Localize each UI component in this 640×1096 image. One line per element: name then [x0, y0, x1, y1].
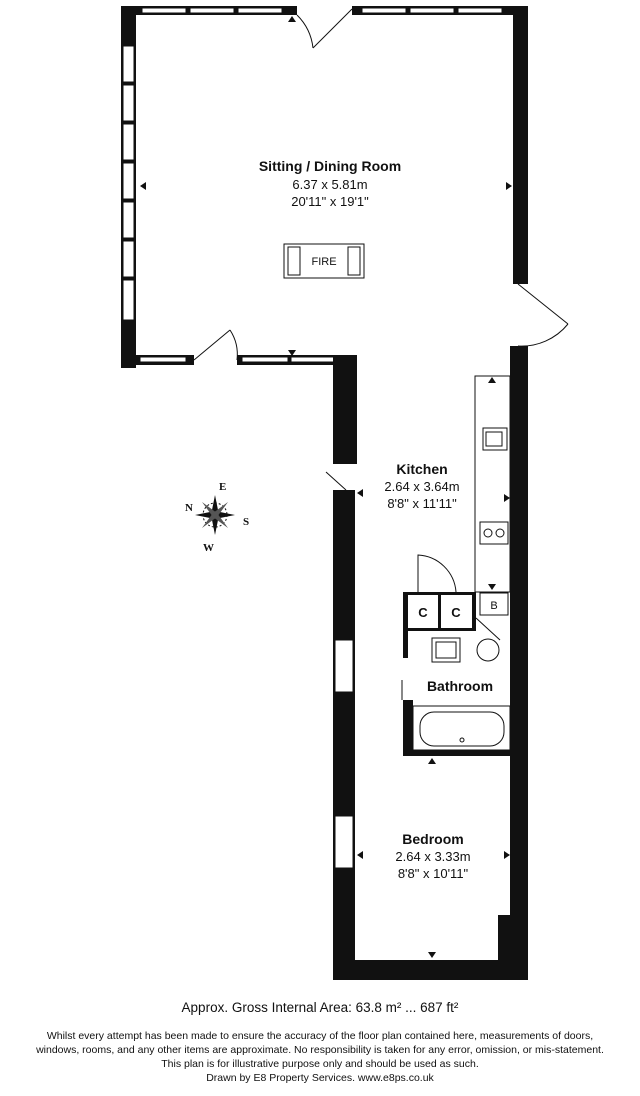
- sitting-room-imperial: 20'11" x 19'1": [291, 194, 369, 209]
- sitting-room-walls: [121, 6, 528, 368]
- bathroom-name: Bathroom: [427, 678, 493, 694]
- sitting-room-metric: 6.37 x 5.81m: [292, 177, 367, 192]
- fire-label: FIRE: [311, 256, 336, 268]
- front-door: [296, 8, 353, 49]
- sitting-room-name: Sitting / Dining Room: [259, 158, 401, 174]
- bedroom-name: Bedroom: [402, 831, 463, 847]
- boiler-label: B: [490, 600, 497, 612]
- footer: Approx. Gross Internal Area: 63.8 m² ...…: [0, 1000, 640, 1085]
- gross-area: Approx. Gross Internal Area: 63.8 m² ...…: [181, 1000, 459, 1015]
- disclaimer-line-2: windows, rooms, and any other items are …: [36, 1044, 604, 1056]
- boiler: B: [479, 592, 509, 616]
- kitchen-door: [325, 471, 347, 491]
- bathroom-fixtures: [401, 617, 511, 756]
- sitting-room-door: [193, 329, 238, 361]
- fireplace: FIRE: [283, 243, 365, 279]
- disclaimer-line-1: Whilst every attempt has been made to en…: [46, 1030, 594, 1042]
- floor-plan: FIRE B C C: [121, 6, 569, 980]
- kitchen-name: Kitchen: [396, 461, 447, 477]
- cupboard-label-1: C: [418, 605, 428, 620]
- side-door: [517, 283, 569, 347]
- bedroom-metric: 2.64 x 3.33m: [395, 849, 470, 864]
- credit-line: Drawn by E8 Property Services. www.e8ps.…: [206, 1072, 434, 1084]
- compass-north: N: [185, 502, 193, 514]
- cupboard-label-2: C: [451, 605, 461, 620]
- dimension-markers: [140, 16, 512, 958]
- kitchen-imperial: 8'8" x 11'11": [387, 496, 457, 511]
- cupboards: C C: [403, 592, 476, 658]
- compass-south: S: [243, 516, 249, 528]
- compass-west: W: [203, 542, 214, 554]
- compass-rose: N E S W: [185, 481, 249, 554]
- kitchen-worktop: [474, 375, 511, 593]
- kitchen-metric: 2.64 x 3.64m: [384, 479, 459, 494]
- bedroom-imperial: 8'8" x 10'11": [398, 866, 469, 881]
- lower-walls: [333, 346, 528, 980]
- compass-east: E: [219, 481, 226, 493]
- disclaimer-line-3: This plan is for illustrative purpose on…: [161, 1058, 479, 1070]
